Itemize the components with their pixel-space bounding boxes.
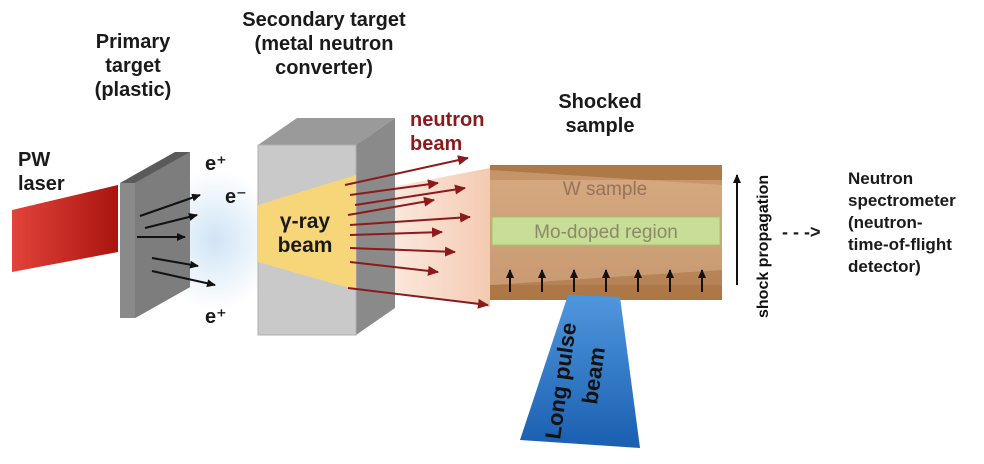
pw-laser-line-1: PW (18, 149, 51, 171)
neutron-beam-arrows (344, 155, 489, 309)
electron-arrows (137, 193, 216, 288)
gamma-ray-line-2: beam (277, 234, 333, 257)
neutron-spectrometer-label: Neutron spectrometer (neutron- time-of-f… (848, 168, 956, 278)
w-sample-label: W sample (563, 179, 647, 200)
spectrometer-line-2: spectrometer (848, 191, 956, 210)
pw-laser-line-2: laser (18, 173, 65, 195)
spectrometer-line-4: time-of-flight (848, 235, 952, 254)
secondary-target-label: Secondary target (metal neutron converte… (230, 8, 418, 80)
pw-laser-beam (12, 185, 118, 272)
long-pulse-beam (520, 295, 640, 448)
secondary-target-line-3: converter) (275, 57, 373, 79)
secondary-target-line-1: Secondary target (242, 9, 406, 31)
gamma-ray-beam (258, 175, 356, 290)
spectrometer-line-5: detector) (848, 257, 921, 276)
positron-label-top: e⁺ (205, 153, 227, 175)
shocked-sample-line-2: sample (565, 115, 635, 137)
neutron-beam-line-2: beam (410, 133, 463, 155)
gamma-ray-label: γ-ray beam (262, 210, 348, 258)
primary-target-line-2: target (105, 55, 161, 77)
electron-label: e⁻ (225, 186, 247, 208)
shocked-sample-label: Shocked sample (540, 90, 660, 138)
neutron-beam-label: neutron beam (410, 108, 484, 156)
neutron-beam-line-1: neutron (410, 109, 485, 131)
positron-label-bottom: e⁺ (205, 306, 227, 328)
shock-arrows (506, 269, 706, 292)
primary-target-line-3: (plastic) (94, 79, 172, 101)
mo-doped-label: Mo-doped region (534, 222, 678, 243)
mo-doped-region (491, 216, 721, 246)
primary-target-label: Primary target (plastic) (78, 30, 188, 102)
shock-propagation-label: shock propagation (755, 175, 772, 318)
spectrometer-line-3: (neutron- (848, 213, 923, 232)
dashed-arrow-to-spectrometer: - - -> (782, 222, 821, 242)
secondary-target-line-2: (metal neutron (254, 33, 394, 55)
primary-target-line-1: Primary (95, 31, 171, 53)
spectrometer-line-1: Neutron (848, 169, 914, 188)
pw-laser-label: PW laser (18, 148, 65, 196)
shocked-sample-line-1: Shocked (558, 91, 642, 113)
gamma-ray-line-1: γ-ray (279, 210, 331, 233)
